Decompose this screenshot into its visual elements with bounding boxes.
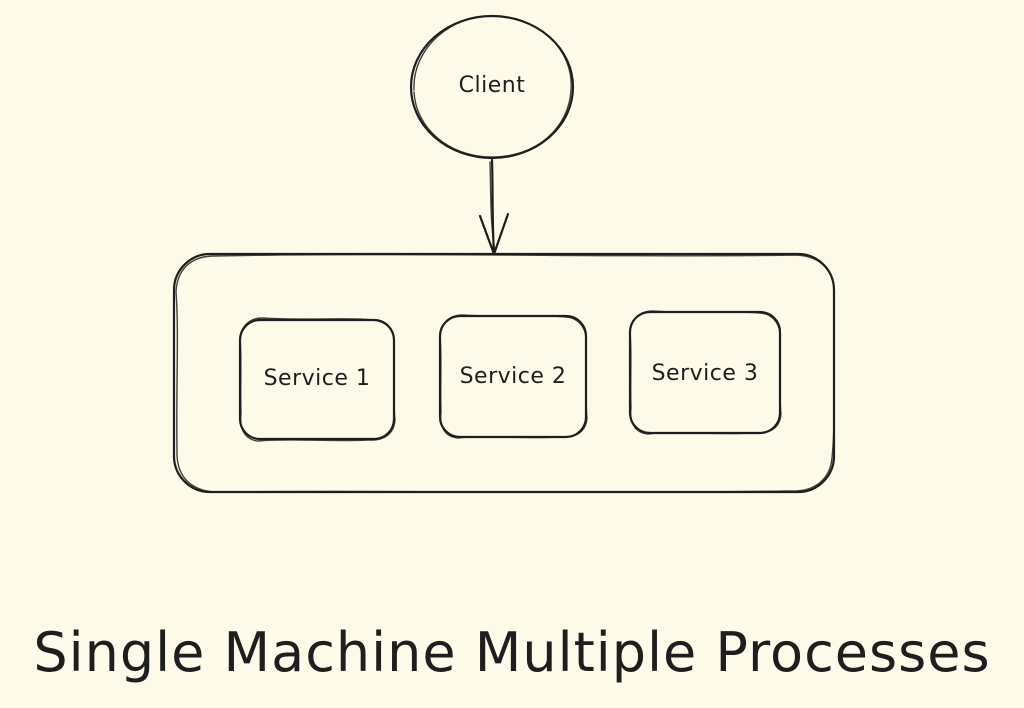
- machine-container: [172, 252, 836, 494]
- client-node: [409, 14, 575, 160]
- diagram-title: Single Machine Multiple Processes: [33, 620, 991, 684]
- service-1-node: [238, 317, 396, 442]
- client-label: Client: [458, 72, 526, 98]
- service-1-label: Service 1: [263, 365, 371, 391]
- service-2-label: Service 2: [459, 363, 567, 389]
- service-2-node: [438, 314, 588, 439]
- service-3-label: Service 3: [651, 360, 759, 386]
- client-to-machine-arrow: [478, 158, 510, 256]
- service-3-node: [628, 310, 782, 435]
